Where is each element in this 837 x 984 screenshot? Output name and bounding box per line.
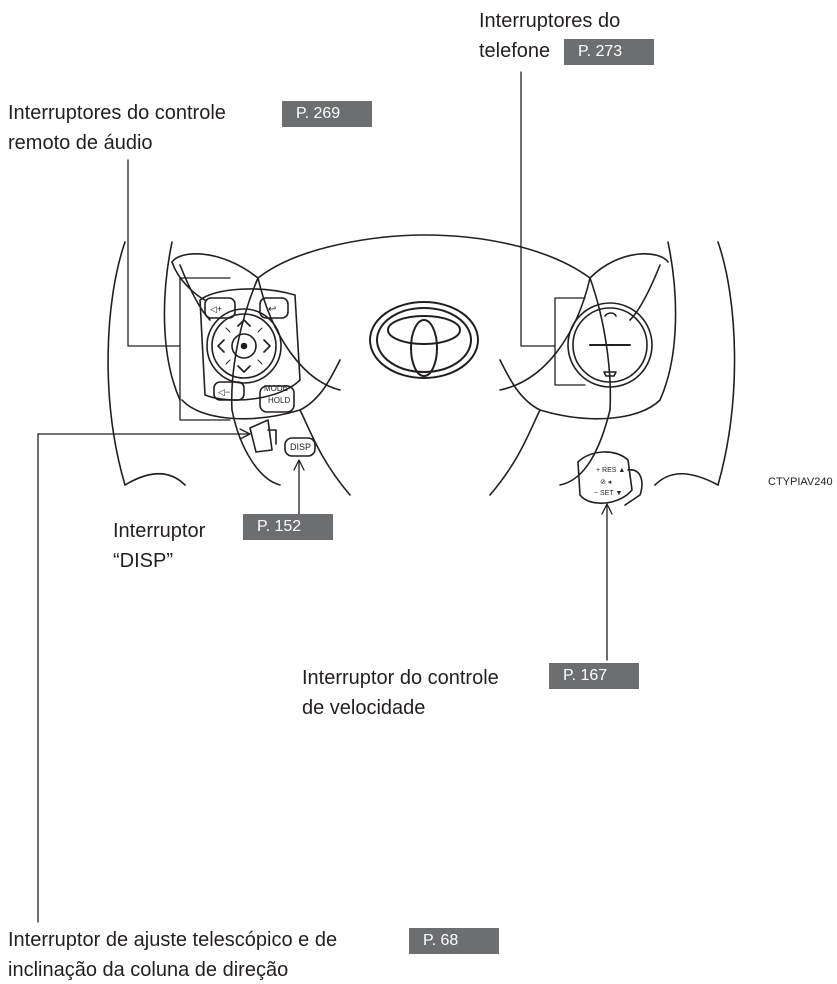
disp-switch-page-ref: P. 152 bbox=[243, 514, 333, 540]
speed-control-page-ref: P. 167 bbox=[549, 663, 639, 689]
disp-button-label: DISP bbox=[290, 442, 312, 452]
tilt-switch-label-line2: inclinação da coluna de direção bbox=[8, 959, 289, 981]
wheel-rim-right-inner bbox=[659, 241, 677, 401]
svg-text:◁−: ◁− bbox=[218, 387, 230, 397]
hub-top bbox=[257, 234, 591, 279]
speed-control-label-line2: de velocidade bbox=[302, 697, 426, 719]
hold-button-label: HOLD bbox=[268, 396, 291, 405]
svg-text:◁+: ◁+ bbox=[210, 304, 222, 314]
phone-switch-label-line2: telefone bbox=[479, 40, 551, 62]
figure-code: CTYPIAV240 bbox=[768, 476, 833, 488]
audio-switch-label-line1: Interruptores do controle bbox=[8, 102, 226, 124]
phone-switch-page-ref: P. 273 bbox=[564, 39, 654, 65]
mode-button-label: MODE bbox=[264, 384, 288, 393]
audio-switch-label-line2: remoto de áudio bbox=[8, 132, 153, 154]
phone-switch-cluster bbox=[567, 302, 653, 388]
toyota-logo bbox=[369, 301, 479, 379]
disp-switch-label-line1: Interruptor bbox=[113, 520, 206, 542]
svg-text:− SET ▼: − SET ▼ bbox=[594, 490, 622, 497]
disp-switch-label-line2: “DISP” bbox=[113, 550, 173, 572]
leader-lines bbox=[37, 71, 613, 923]
cruise-control-stalk: + RES ▲ ⊘ ◂ − SET ▼ bbox=[577, 451, 643, 506]
wheel-rim-left-inner bbox=[163, 241, 181, 401]
svg-text:+ RES ▲: + RES ▲ bbox=[596, 467, 625, 474]
phone-bracket bbox=[554, 297, 586, 386]
wheel-rim-left bbox=[107, 241, 126, 486]
svg-text:↩: ↩ bbox=[268, 304, 276, 315]
tilt-switch-page-ref: P. 68 bbox=[409, 928, 499, 954]
audio-bracket bbox=[179, 277, 231, 421]
svg-text:⊘ ◂: ⊘ ◂ bbox=[600, 479, 612, 486]
audio-switch-cluster: ◁+ ↩ ◁− bbox=[199, 288, 301, 413]
wheel-rim-right bbox=[717, 241, 736, 486]
audio-switch-page-ref: P. 269 bbox=[282, 101, 372, 127]
tilt-switch-label-line1: Interruptor de ajuste telescópico e de bbox=[8, 929, 338, 951]
phone-switch-label-line1: Interruptores do bbox=[479, 10, 621, 32]
speed-control-label-line1: Interruptor do controle bbox=[302, 667, 499, 689]
